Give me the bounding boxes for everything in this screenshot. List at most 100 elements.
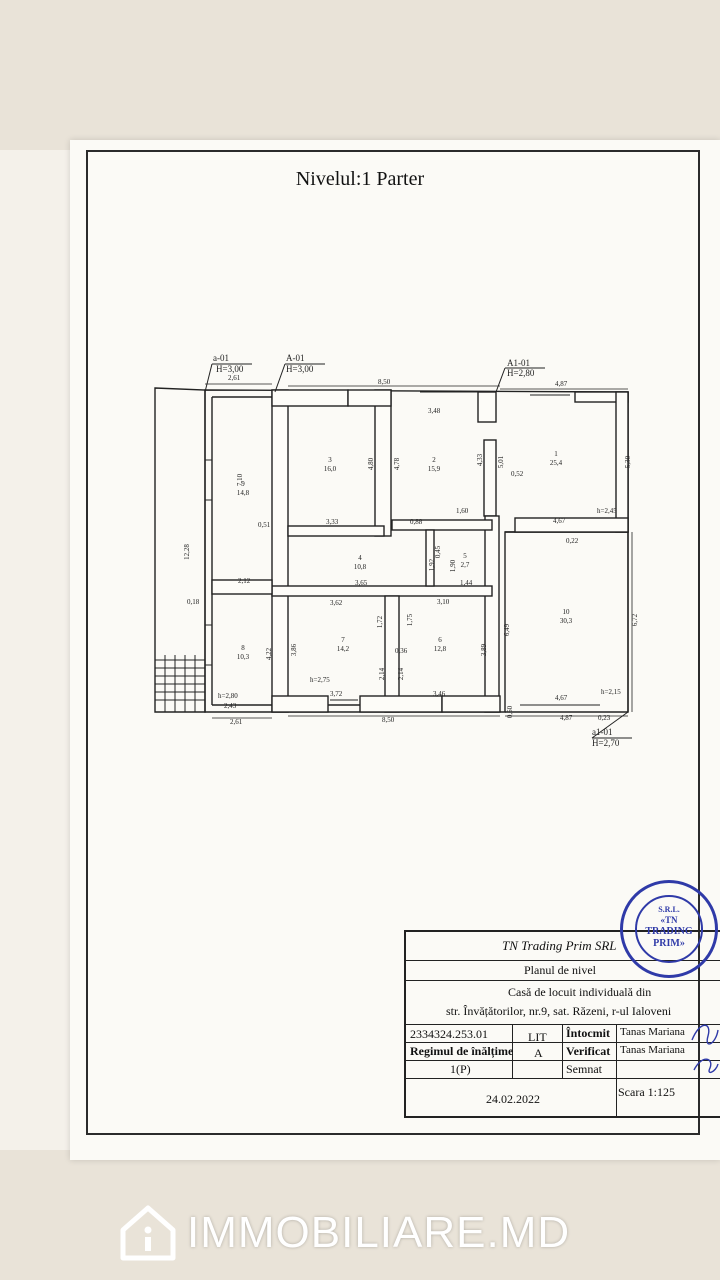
dim-h9: 7,10 <box>236 473 244 486</box>
wall-hall-bottom <box>271 585 493 597</box>
wall-bottom-c <box>441 695 501 713</box>
dim-487b: 4,87 <box>560 714 573 722</box>
dim-h2: 4,33 <box>476 453 484 466</box>
room-8-number: 8 <box>241 644 245 652</box>
dim-h2b: 5,01 <box>497 455 505 468</box>
dim-310: 3,10 <box>437 598 450 606</box>
wall-2-1 <box>483 439 497 517</box>
dim-h215: h=2,15 <box>601 688 621 696</box>
house-icon <box>120 1205 176 1261</box>
wall-east-core <box>484 515 500 713</box>
wall-top-2 <box>477 391 497 423</box>
room-1-area: 25,4 <box>550 459 563 467</box>
dim-023: 0,23 <box>598 714 611 722</box>
dim-190: 1,90 <box>449 559 457 572</box>
drawn-label: Întocmit <box>566 1026 610 1040</box>
dim-389: 3,89 <box>480 643 488 656</box>
dim-172: 1,72 <box>376 615 384 628</box>
room-3-area: 16,0 <box>324 465 337 473</box>
dim-422: 4,22 <box>265 647 273 660</box>
brand-name: IMMOBILIARE.MD <box>187 1208 571 1257</box>
dim-346: 3,46 <box>433 690 446 698</box>
checked-label: Verificat <box>566 1044 611 1058</box>
wall-hall-top-2 <box>391 519 493 531</box>
document-date: 24.02.2022 <box>486 1092 540 1106</box>
room-5-area: 2,7 <box>461 561 470 569</box>
dim-088: 0,88 <box>410 518 423 526</box>
dim-036: 0,36 <box>395 647 408 655</box>
wall-3-2 <box>374 389 392 537</box>
wall-9-8 <box>211 579 273 595</box>
dim-045: 0,45 <box>434 545 442 558</box>
dim-051: 0,51 <box>258 521 271 529</box>
room-9-area: 14,8 <box>237 489 250 497</box>
dim-h3: 4,80 <box>367 457 375 470</box>
room-6-area: 12,8 <box>434 645 447 653</box>
title-block: TN Trading Prim SRL Planul de nivel Casă… <box>404 930 720 1118</box>
room-9-number: 9 <box>241 480 245 488</box>
dim-h1: 5,30 <box>624 455 632 468</box>
dim-333: 3,33 <box>326 518 339 526</box>
dim-h245: h=2,45 <box>597 507 617 515</box>
lit-label: LIT <box>528 1030 547 1044</box>
object-line-2: str. Învățătorilor, nr.9, sat. Răzeni, r… <box>446 1004 672 1018</box>
dim-372: 3,72 <box>330 690 343 698</box>
dim-h3b: 4,78 <box>393 457 401 470</box>
drawn-name: Tanas Mariana <box>620 1026 685 1038</box>
dim-850b: 8,50 <box>382 716 395 724</box>
dim-649: 6,49 <box>503 623 511 636</box>
dim-672: 6,72 <box>631 613 639 626</box>
dim-365: 3,65 <box>355 579 368 587</box>
company-name: TN Trading Prim SRL <box>502 938 617 953</box>
cadastral-number: 2334324.253.01 <box>410 1027 488 1041</box>
dim-018: 0,18 <box>187 598 200 606</box>
wall-bottom-a <box>271 695 329 713</box>
dim-160: 1,60 <box>456 507 469 515</box>
wall-west-core <box>271 389 289 713</box>
mark-A-01: A-01 <box>286 353 305 363</box>
room-1-number: 1 <box>554 450 558 458</box>
plan-title: Nivelul:1 Parter <box>295 168 425 190</box>
dim-h-left: 12,28 <box>183 544 191 560</box>
lit-value: A <box>534 1046 543 1060</box>
room-7-area: 14,2 <box>337 645 350 653</box>
checked-name: Tanas Mariana <box>620 1044 685 1056</box>
dim-261b: 2,61 <box>230 718 243 726</box>
room-4-number: 4 <box>358 554 362 562</box>
dim-144: 1,44 <box>460 579 473 587</box>
dim-243: 2,43 <box>224 702 237 710</box>
dim-022: 0,22 <box>566 537 579 545</box>
wall-top-3 <box>271 389 349 407</box>
room-8-area: 10,3 <box>237 653 250 661</box>
wall-top-t <box>347 389 392 407</box>
wall-bottom-b <box>359 695 443 713</box>
mark-a-01-h: H=3,00 <box>216 364 244 374</box>
dim-212: 2,12 <box>238 577 251 585</box>
dim-214b: 2,14 <box>397 667 405 680</box>
room-4-area: 10,8 <box>354 563 367 571</box>
doc-type: Planul de nivel <box>524 963 596 977</box>
mark-a1-01-h: H=2,70 <box>592 738 620 748</box>
mark-A1-01-h: H=2,80 <box>507 368 535 378</box>
terrace-outline <box>154 387 206 713</box>
dim-052: 0,52 <box>511 470 524 478</box>
mark-a1-01: a1-01 <box>592 727 613 737</box>
dim-386: 3,86 <box>290 643 298 656</box>
dim-214a: 2,14 <box>378 667 386 680</box>
mark-a-01: a-01 <box>213 353 229 363</box>
dim-192: 1,92 <box>428 558 436 571</box>
inner-wall-line <box>211 396 500 706</box>
room-7-number: 7 <box>341 636 345 644</box>
dim-h280: h=2,80 <box>218 692 238 700</box>
dim-175: 1,75 <box>406 613 414 626</box>
room-6-number: 6 <box>438 636 442 644</box>
dim-r2-w: 3,48 <box>428 407 441 415</box>
watermark-brand: IMMOBILIARE.MD <box>115 1198 570 1268</box>
wall-hall-top <box>287 525 385 537</box>
wall-1-bottom <box>514 517 629 533</box>
object-line-1: Casă de locuit individuală din <box>508 985 652 999</box>
dim-467a: 4,67 <box>553 517 566 525</box>
dim-060: 0,60 <box>506 705 514 718</box>
signature <box>691 1024 719 1074</box>
